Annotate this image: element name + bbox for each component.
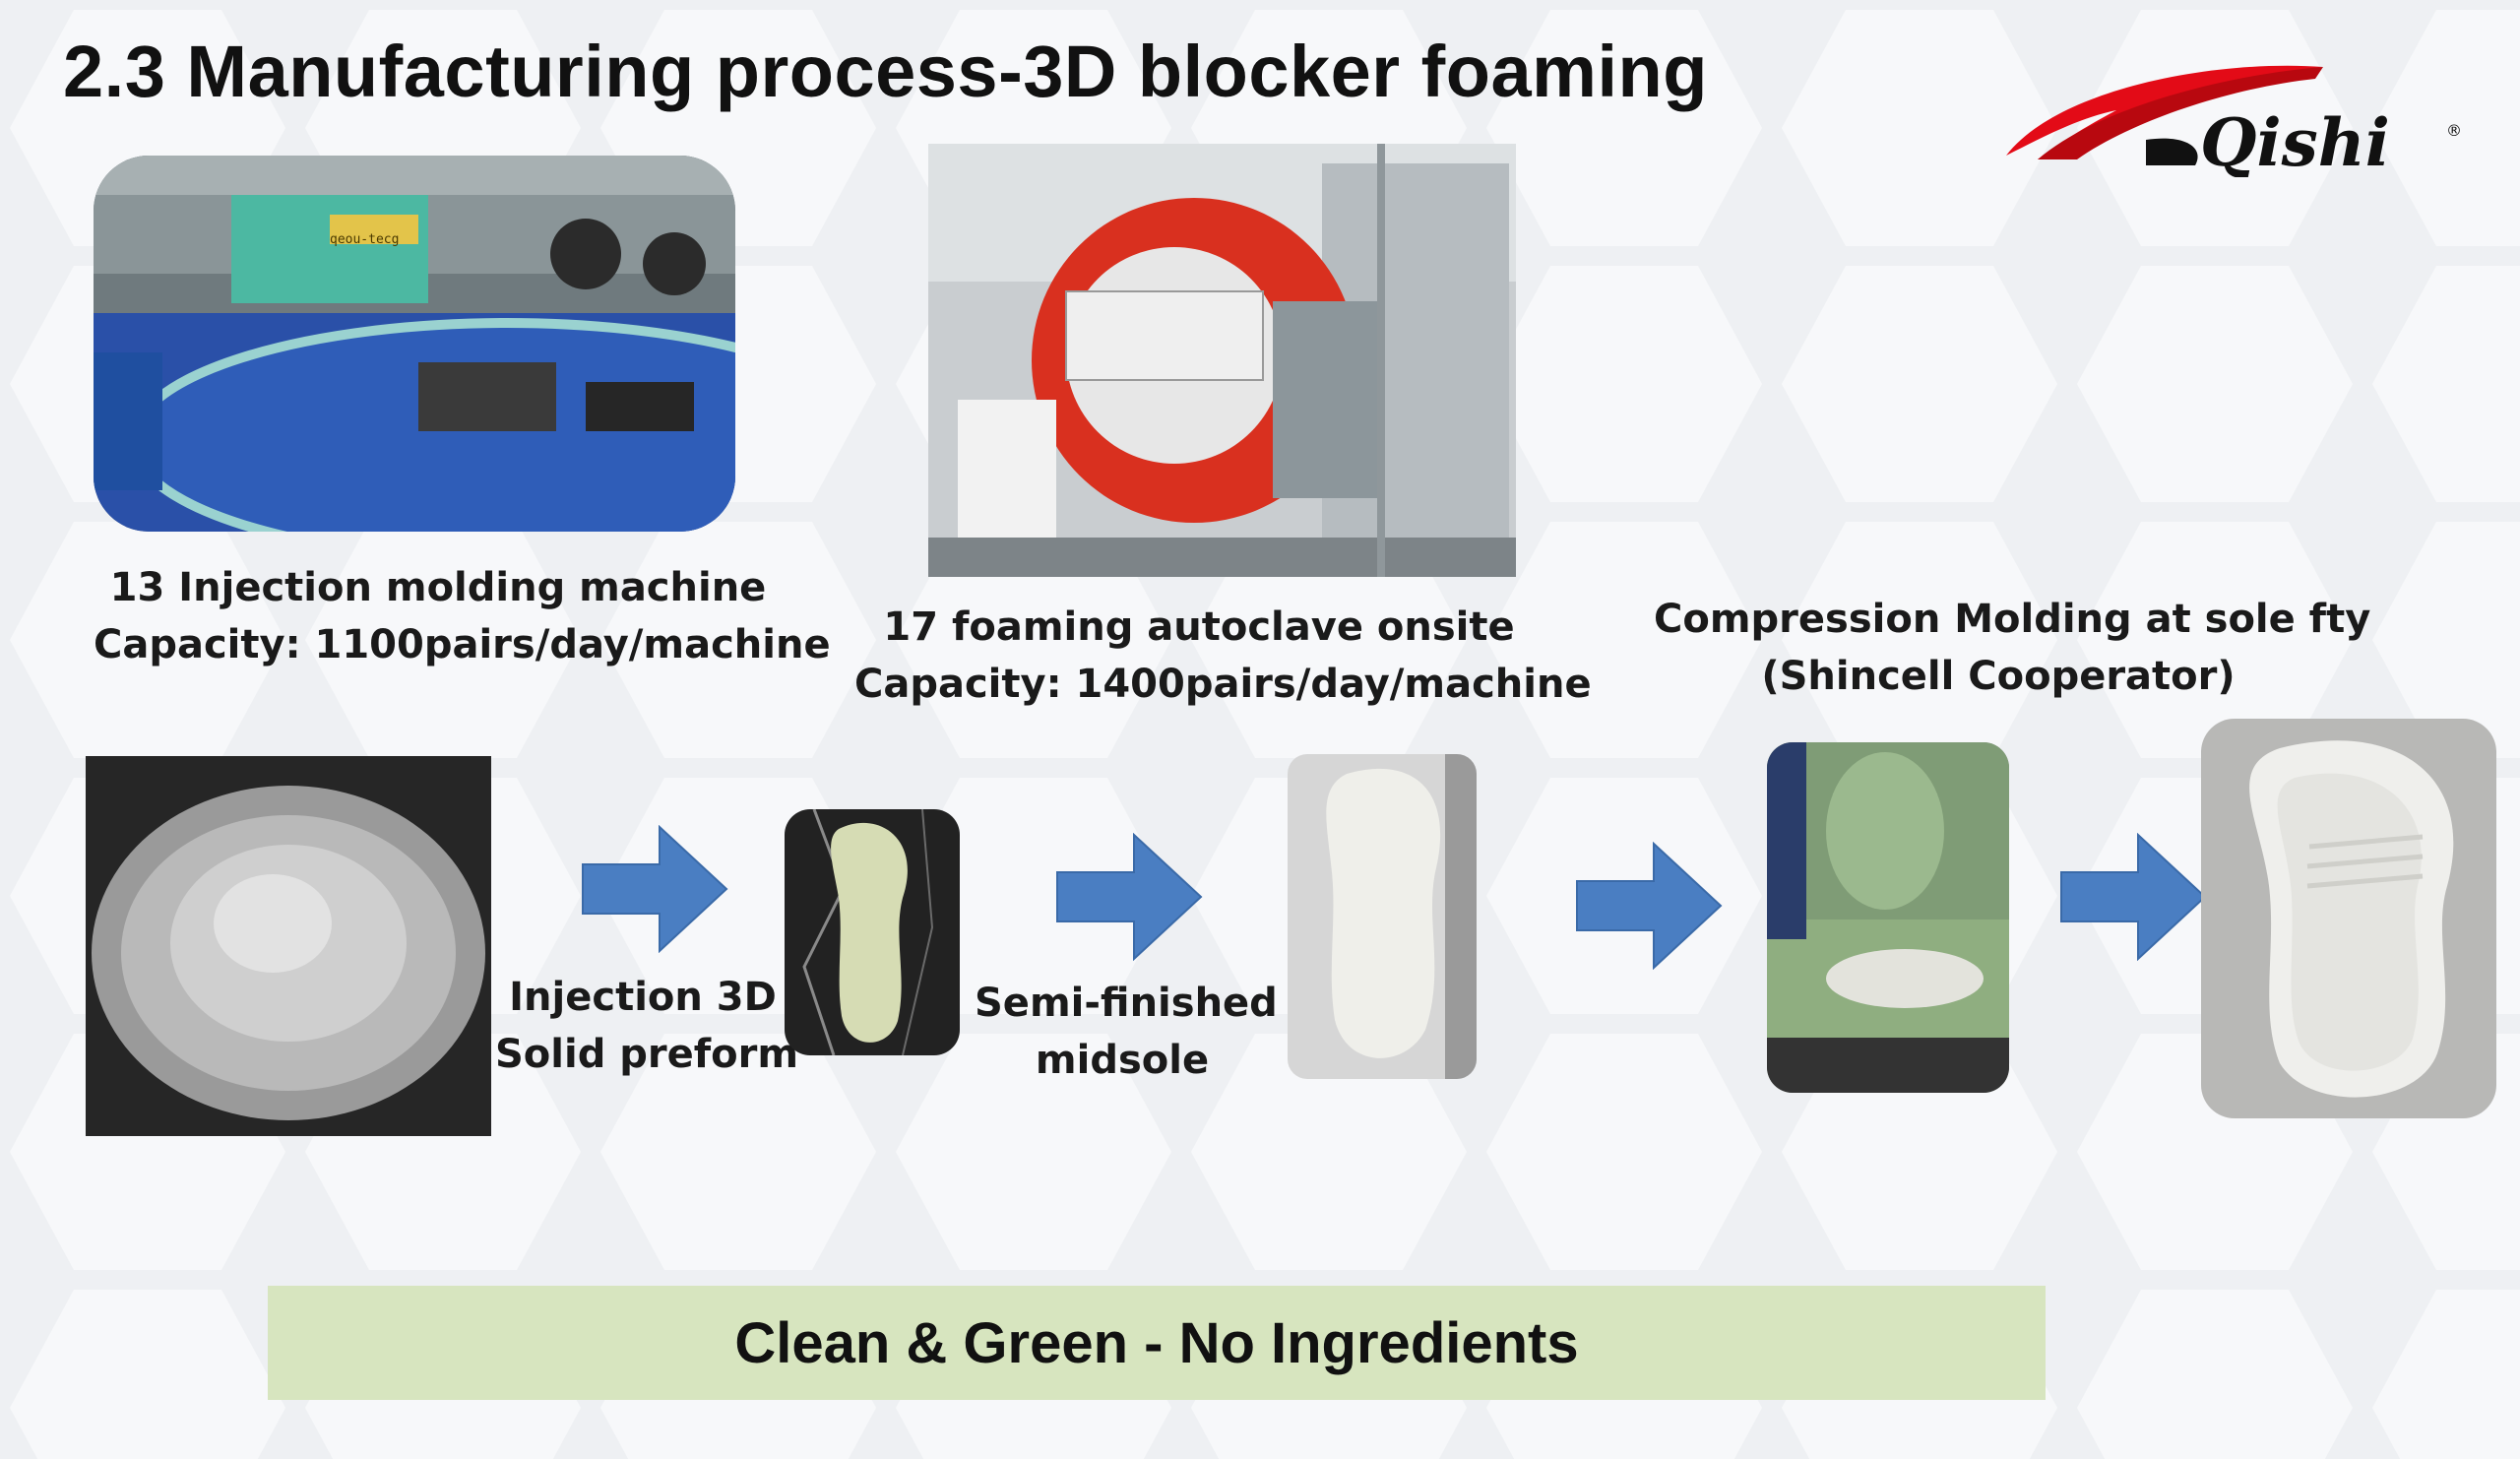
process-arrow-icon	[582, 825, 728, 953]
autoclave-caption-line2: Capacity: 1400pairs/day/machine	[854, 662, 1592, 707]
step2-caption-line2: midsole	[1035, 1038, 1210, 1083]
autoclave-photo	[928, 144, 1516, 577]
injection-caption-line2: Capacity: 1100pairs/day/machine	[94, 622, 831, 667]
compression-caption: Compression Molding at sole fty (Shincel…	[1654, 591, 2371, 705]
svg-text:®: ®	[2446, 121, 2462, 140]
step2-caption-line1: Semi-finished	[975, 981, 1278, 1026]
compression-mold-photo	[1767, 742, 2009, 1093]
compression-caption-line2: (Shincell Cooperator)	[1761, 654, 2236, 699]
finished-sole-photo	[2201, 719, 2496, 1118]
process-arrow-icon	[2060, 833, 2207, 961]
process-arrow-icon	[1576, 842, 1723, 970]
step2-caption: Semi-finished midsole	[975, 975, 1278, 1089]
slide-title: 2.3 Manufacturing process-3D blocker foa…	[63, 31, 1708, 112]
injection-caption-line1: 13 Injection molding machine	[109, 565, 767, 610]
step1-caption-line2: Solid preform	[495, 1032, 799, 1077]
midsole-photo	[1288, 754, 1477, 1079]
autoclave-caption-line1: 17 foaming autoclave onsite	[883, 604, 1515, 650]
autoclave-caption: 17 foaming autoclave onsite Capacity: 14…	[854, 599, 1592, 713]
qishi-logo: Qishi ®	[1998, 49, 2471, 181]
compression-caption-line1: Compression Molding at sole fty	[1654, 597, 2371, 642]
injection-machine-photo	[94, 156, 735, 532]
clean-green-banner: Clean & Green - No Ingredients	[268, 1286, 2046, 1400]
injection-caption: 13 Injection molding machine Capacity: 1…	[94, 559, 831, 673]
banner-text: Clean & Green - No Ingredients	[734, 1310, 1579, 1375]
machine-label: qeou-tecg	[330, 232, 400, 247]
svg-text:Qishi: Qishi	[2200, 104, 2390, 177]
injection-machine-badge: qeou-tecg	[330, 230, 409, 252]
step1-caption-line1: Injection 3D	[509, 975, 777, 1020]
preform-photo	[785, 809, 960, 1055]
process-arrow-icon	[1056, 833, 1203, 961]
pellets-photo	[86, 756, 491, 1136]
step1-caption: Injection 3D Solid preform	[495, 969, 799, 1083]
